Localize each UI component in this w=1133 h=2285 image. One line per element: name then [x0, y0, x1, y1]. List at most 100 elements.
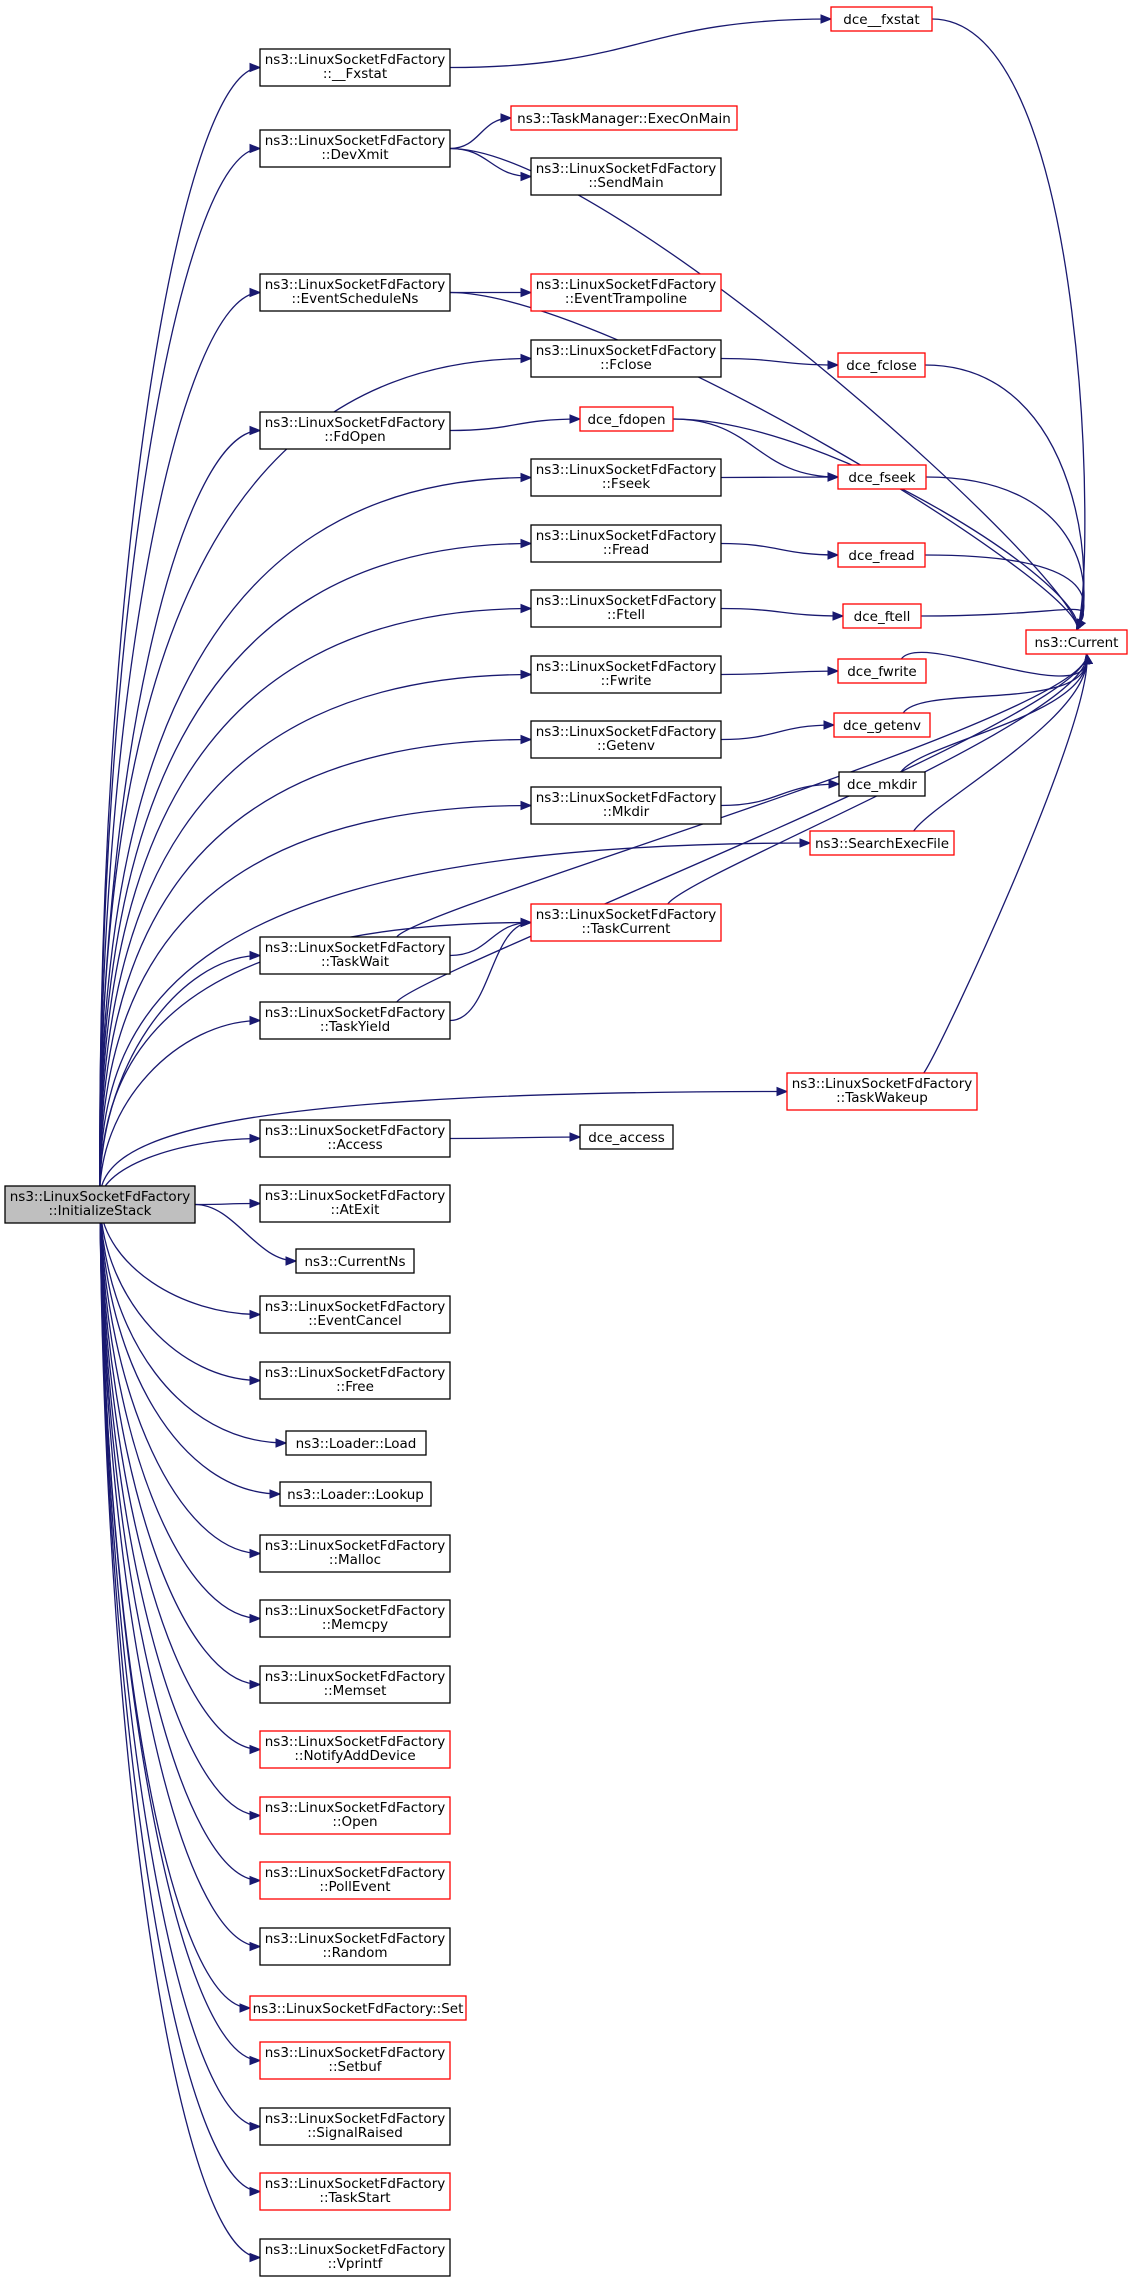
node-dce_fseek-label-1: dce_fseek	[848, 470, 915, 486]
node-fread[interactable]: ns3::LinuxSocketFdFactory::Fread	[530, 524, 722, 563]
node-fwrite-box	[530, 655, 722, 694]
edge-dce_ftell-to-current	[920, 608, 1084, 631]
edge-root-to-fseek	[99, 476, 532, 1205]
node-notifyadddevice-label-2: ::NotifyAddDevice	[294, 1748, 415, 1764]
node-dce_access[interactable]: dce_access	[579, 1124, 674, 1150]
edge-dce_fclose-to-current	[924, 364, 1085, 631]
node-dce_ftell[interactable]: dce_ftell	[842, 603, 922, 629]
node-access-box	[259, 1119, 451, 1158]
node-setbuf[interactable]: ns3::LinuxSocketFdFactory::Setbuf	[259, 2041, 451, 2080]
node-fclose[interactable]: ns3::LinuxSocketFdFactory::Fclose	[530, 339, 722, 378]
node-dce_fdopen-label-1: dce_fdopen	[587, 412, 665, 428]
node-fread-label-2: ::Fread	[603, 542, 649, 558]
edge-fdopen-to-dce_fdopen	[449, 418, 581, 432]
node-taskwakeup[interactable]: ns3::LinuxSocketFdFactory::TaskWakeup	[786, 1072, 978, 1111]
node-vprintf[interactable]: ns3::LinuxSocketFdFactory::Vprintf	[259, 2238, 451, 2277]
node-dce_access-label-1: dce_access	[588, 1130, 665, 1146]
edge-fxstat-to-dce_fxstat	[449, 18, 832, 69]
node-memcpy[interactable]: ns3::LinuxSocketFdFactory::Memcpy	[259, 1599, 451, 1638]
call-graph-nodes: ns3::LinuxSocketFdFactory::InitializeSta…	[4, 6, 1128, 2277]
node-notifyadddevice[interactable]: ns3::LinuxSocketFdFactory::NotifyAddDevi…	[259, 1730, 451, 1769]
edge-root-to-getenv	[99, 738, 532, 1205]
edge-dce_fread-to-current	[924, 554, 1085, 631]
node-malloc[interactable]: ns3::LinuxSocketFdFactory::Malloc	[259, 1534, 451, 1573]
node-signalraised[interactable]: ns3::LinuxSocketFdFactory::SignalRaised	[259, 2107, 451, 2146]
node-memset[interactable]: ns3::LinuxSocketFdFactory::Memset	[259, 1665, 451, 1704]
node-atexit[interactable]: ns3::LinuxSocketFdFactory::AtExit	[259, 1184, 451, 1223]
node-taskstart[interactable]: ns3::LinuxSocketFdFactory::TaskStart	[259, 2172, 451, 2211]
node-taskwait[interactable]: ns3::LinuxSocketFdFactory::TaskWait	[259, 936, 451, 975]
edge-root-to-currentns	[194, 1203, 297, 1262]
node-current-box	[1025, 629, 1128, 655]
node-eventtrampoline[interactable]: ns3::LinuxSocketFdFactory::EventTrampoli…	[530, 273, 722, 312]
node-open-label-1: ns3::LinuxSocketFdFactory	[265, 1800, 445, 1816]
node-mkdir-box	[530, 786, 722, 825]
edge-root-to-devxmit-arrowhead	[249, 143, 262, 154]
node-fseek[interactable]: ns3::LinuxSocketFdFactory::Fseek	[530, 458, 722, 497]
node-access-label-2: ::Access	[327, 1137, 382, 1153]
node-dce_fdopen-box	[579, 406, 674, 432]
node-free[interactable]: ns3::LinuxSocketFdFactory::Free	[259, 1361, 451, 1400]
node-initializestack-label-1: ns3::LinuxSocketFdFactory	[10, 1189, 190, 1205]
node-fseek-box	[530, 458, 722, 497]
node-ftell[interactable]: ns3::LinuxSocketFdFactory::Ftell	[530, 589, 722, 628]
node-memcpy-box	[259, 1599, 451, 1638]
node-vprintf-label-2: ::Vprintf	[328, 2256, 384, 2272]
node-eventcancel[interactable]: ns3::LinuxSocketFdFactory::EventCancel	[259, 1295, 451, 1334]
node-execonmain[interactable]: ns3::TaskManager::ExecOnMain	[510, 105, 738, 131]
edge-searchexecfile-to-current	[913, 653, 1088, 832]
node-dce_getenv-box	[833, 712, 931, 738]
node-random[interactable]: ns3::LinuxSocketFdFactory::Random	[259, 1927, 451, 1966]
node-dce_mkdir[interactable]: dce_mkdir	[838, 771, 926, 797]
node-taskyield[interactable]: ns3::LinuxSocketFdFactory::TaskYield	[259, 1001, 451, 1040]
node-dce_fdopen[interactable]: dce_fdopen	[579, 406, 674, 432]
node-current-label-1: ns3::Current	[1035, 635, 1119, 651]
node-taskcurrent[interactable]: ns3::LinuxSocketFdFactory::TaskCurrent	[530, 903, 722, 942]
node-currentns[interactable]: ns3::CurrentNs	[295, 1248, 415, 1274]
node-malloc-label-2: ::Malloc	[329, 1552, 381, 1568]
node-fwrite[interactable]: ns3::LinuxSocketFdFactory::Fwrite	[530, 655, 722, 694]
node-dce_getenv[interactable]: dce_getenv	[833, 712, 931, 738]
node-dce_fxstat-label-1: dce__fxstat	[843, 12, 919, 28]
edge-fclose-to-dce_fclose	[720, 357, 839, 366]
node-open[interactable]: ns3::LinuxSocketFdFactory::Open	[259, 1796, 451, 1835]
edge-root-to-eventschedulens-arrowhead	[249, 287, 262, 298]
edge-root-to-taskyield-arrowhead	[249, 1015, 262, 1026]
node-fseek-label-2: ::Fseek	[602, 476, 651, 492]
node-random-box	[259, 1927, 451, 1966]
node-initializestack[interactable]: ns3::LinuxSocketFdFactory::InitializeSta…	[4, 1185, 196, 1224]
node-getenv[interactable]: ns3::LinuxSocketFdFactory::Getenv	[530, 720, 722, 759]
node-dce_fread[interactable]: dce_fread	[837, 542, 926, 568]
edge-root-to-free	[99, 1204, 261, 1382]
node-dce_getenv-label-1: dce_getenv	[843, 718, 921, 734]
node-fxstat[interactable]: ns3::LinuxSocketFdFactory::__Fxstat	[259, 48, 451, 87]
node-taskyield-box	[259, 1001, 451, 1040]
node-vprintf-box	[259, 2238, 451, 2277]
node-taskwakeup-label-1: ns3::LinuxSocketFdFactory	[792, 1076, 972, 1092]
edge-root-to-taskwakeup-arrowhead	[776, 1086, 789, 1097]
node-taskstart-box	[259, 2172, 451, 2211]
node-dce_fwrite[interactable]: dce_fwrite	[837, 658, 927, 684]
node-pollevent[interactable]: ns3::LinuxSocketFdFactory::PollEvent	[259, 1861, 451, 1900]
node-dce_fseek[interactable]: dce_fseek	[837, 464, 927, 490]
node-loaderload[interactable]: ns3::Loader::Load	[285, 1430, 427, 1456]
node-dce_fclose[interactable]: dce_fclose	[837, 352, 926, 378]
node-eventschedulens[interactable]: ns3::LinuxSocketFdFactory::EventSchedule…	[259, 273, 451, 312]
node-fdopen-box	[259, 411, 451, 450]
node-mkdir[interactable]: ns3::LinuxSocketFdFactory::Mkdir	[530, 786, 722, 825]
edge-root-to-ftell	[99, 607, 532, 1205]
edge-root-to-memcpy-arrowhead	[249, 1613, 262, 1624]
node-fdopen[interactable]: ns3::LinuxSocketFdFactory::FdOpen	[259, 411, 451, 450]
edge-getenv-to-dce_getenv-arrowhead	[823, 720, 836, 730]
node-devxmit[interactable]: ns3::LinuxSocketFdFactory::DevXmit	[259, 129, 451, 168]
node-dce_fseek-box	[837, 464, 927, 490]
node-current[interactable]: ns3::Current	[1025, 629, 1128, 655]
node-searchexecfile[interactable]: ns3::SearchExecFile	[809, 830, 955, 856]
node-access[interactable]: ns3::LinuxSocketFdFactory::Access	[259, 1119, 451, 1158]
edge-fdopen-to-dce_fdopen-arrowhead	[569, 414, 582, 424]
node-set[interactable]: ns3::LinuxSocketFdFactory::Set	[249, 1995, 467, 2021]
node-loaderlookup[interactable]: ns3::Loader::Lookup	[279, 1481, 432, 1507]
node-dce_fxstat[interactable]: dce__fxstat	[830, 6, 933, 32]
edge-taskwait-to-current	[396, 653, 1088, 938]
node-sendmain[interactable]: ns3::LinuxSocketFdFactory::SendMain	[530, 157, 722, 196]
